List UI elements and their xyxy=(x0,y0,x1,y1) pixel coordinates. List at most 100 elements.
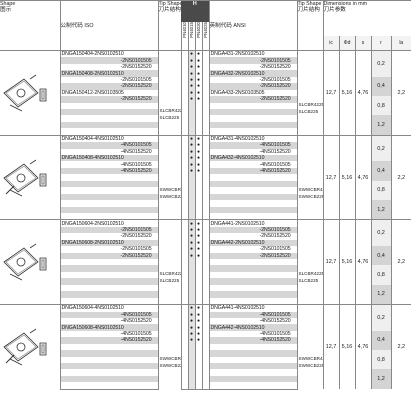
insert-outline-part xyxy=(9,104,23,112)
ansi-code-cell: -4NS0152520 xyxy=(208,148,298,155)
grade-dot-cell xyxy=(187,297,195,305)
grade-dot-cell xyxy=(201,246,210,253)
grade-dot-cell xyxy=(180,363,188,370)
tip-spacer xyxy=(159,65,181,107)
table-row: 0,8 xyxy=(0,180,411,201)
grade-dot: ● xyxy=(196,148,201,155)
grade-dot-cell: ● xyxy=(194,89,202,97)
iso-code: -4NS0101505 xyxy=(120,311,152,318)
tip-shape-code: SWWCB225 xyxy=(159,193,182,199)
grade-dot: ● xyxy=(196,89,201,96)
grade-dot-cell xyxy=(194,297,202,305)
chip-breaker-mark xyxy=(5,185,15,194)
ansi-code-cell xyxy=(208,356,298,363)
grade-dot-cell xyxy=(201,337,210,344)
grade-dot: ● xyxy=(189,331,194,338)
shape-cell xyxy=(0,304,61,390)
tip-shape-header-cn: 刀片结构 xyxy=(158,7,181,13)
grade-dot-cell xyxy=(201,382,210,390)
iso-code-cell: -2NS0101505 xyxy=(60,246,158,252)
dim-d-value: 5,16 xyxy=(338,304,356,390)
grade-dot-cell xyxy=(180,271,188,279)
shape-cell xyxy=(0,219,61,305)
grade-dot: ● xyxy=(189,135,194,142)
grade-dot-cell xyxy=(180,324,188,331)
grade-dot-cell xyxy=(201,375,210,383)
iso-code-cell xyxy=(60,278,158,285)
grade-dot-cell xyxy=(180,239,188,247)
grade-dot-cell xyxy=(201,265,210,272)
grade-dot-cell xyxy=(180,180,188,188)
grade-dot: ● xyxy=(196,305,201,312)
grade-dot: ● xyxy=(189,142,194,149)
ansi-code-cell: -2NS0152520 xyxy=(208,63,298,71)
dim-r-value: 0,2 xyxy=(370,134,392,162)
grade-dot-cell xyxy=(201,96,210,103)
grade-dot-cell xyxy=(180,259,188,266)
ansi-code-cell: DNGA431-4NS0102510 xyxy=(208,134,298,143)
grade-dot: ● xyxy=(189,148,194,155)
ansi-code-cell xyxy=(208,284,298,292)
grade-pn4025: PN4025 xyxy=(201,22,210,51)
tip-shape-code: SLCBR4225 xyxy=(159,107,182,113)
insert-shape-icon xyxy=(3,159,47,196)
dim-ic-value: 12,7 xyxy=(322,304,340,390)
grade-dot-cell xyxy=(180,193,188,201)
ansi-code: DNGA441-2NS0102510 xyxy=(210,220,265,227)
insert-outline-part xyxy=(16,88,26,98)
grade-dot-cell xyxy=(180,50,188,58)
dim-r-value: 0,4 xyxy=(370,161,392,181)
grade-dot-cell: ● xyxy=(187,142,195,149)
insert-outline-part xyxy=(29,74,37,80)
insert-spec-table: Shape 图示 公制代码 ISO Tip Shape 刀片结构 H 英制代码 … xyxy=(0,0,412,390)
iso-code: -4NS0101505 xyxy=(120,331,152,338)
dim-r-value: 0,2 xyxy=(370,304,392,331)
dim-r-value: 0,8 xyxy=(370,265,392,285)
ansi-code-cell: -2NS0152520 xyxy=(208,252,298,259)
grade-dot-cell: ● xyxy=(187,96,195,103)
ansi-tip-header: Tip Shape 刀片结构 xyxy=(296,0,324,51)
grade-dot-cell xyxy=(201,57,210,64)
ansi-code-cell: DNGA433-2NS0103505 xyxy=(208,89,298,97)
grade-dot-cell xyxy=(180,108,188,116)
grade-dot-cell xyxy=(187,356,195,363)
iso-code-cell xyxy=(60,213,158,220)
iso-code-cell xyxy=(60,375,158,383)
grade-dot-cell: ● xyxy=(187,311,195,318)
table-row: DNGA150408-2NS0102510●●DNGA432-2NS010251… xyxy=(0,70,411,77)
tip-spacer xyxy=(159,325,181,355)
table-row: -4NS0152520●●-4NS0152520 xyxy=(0,148,411,155)
table-row: -2NS0152520●●-2NS0152520 xyxy=(0,252,411,259)
grade-dot-cell xyxy=(194,187,202,194)
table-row xyxy=(0,121,411,129)
iso-code: DNGA150404-2NS0102510 xyxy=(61,51,124,58)
ansi-code-cell: -2NS0101505 xyxy=(208,246,298,253)
grade-dot-cell: ● xyxy=(187,330,195,338)
grade-dot-cell xyxy=(180,343,188,351)
iso-code-cell: -4NS0101505 xyxy=(60,142,158,149)
ansi-code: -2NS0152520 xyxy=(259,64,291,71)
grade-dot-cell: ● xyxy=(194,317,202,325)
ansi-tip-header-cn: 刀片结构 xyxy=(297,7,320,13)
iso-code: -2NS0101505 xyxy=(120,57,152,64)
dim-ic-value: 12,7 xyxy=(322,134,340,220)
table-row xyxy=(0,382,411,390)
grade-dot-cell xyxy=(180,148,188,155)
table-row xyxy=(0,343,411,351)
grade-dot-cell: ● xyxy=(194,134,202,143)
dim-ic-value: 12,7 xyxy=(322,50,340,136)
iso-code: -2NS0152520 xyxy=(120,233,152,240)
table-row: -2NS0101505●●-2NS0101505 xyxy=(0,226,411,234)
grade-dot-cell xyxy=(180,142,188,149)
ansi-code-cell xyxy=(208,350,298,357)
iso-code: -2NS0152520 xyxy=(120,64,152,71)
table-row: DNGA150408-4NS0102510●●DNGA432-4NS010251… xyxy=(0,155,411,162)
grade-dot-cell xyxy=(187,363,195,370)
grade-dot-cell xyxy=(187,291,195,298)
table-row: DNGA150604-2NS0102510SLCBR4225SLCB225●●D… xyxy=(0,219,412,305)
dim-s-value: 4,76 xyxy=(354,50,372,136)
ansi-code: DNGA442-2NS0102510 xyxy=(210,239,265,246)
ansi-code-cell: -2NS0101505 xyxy=(208,57,298,64)
ansi-tip-code: SLCBR4225 xyxy=(298,271,324,277)
grade-dot-cell xyxy=(194,128,202,136)
